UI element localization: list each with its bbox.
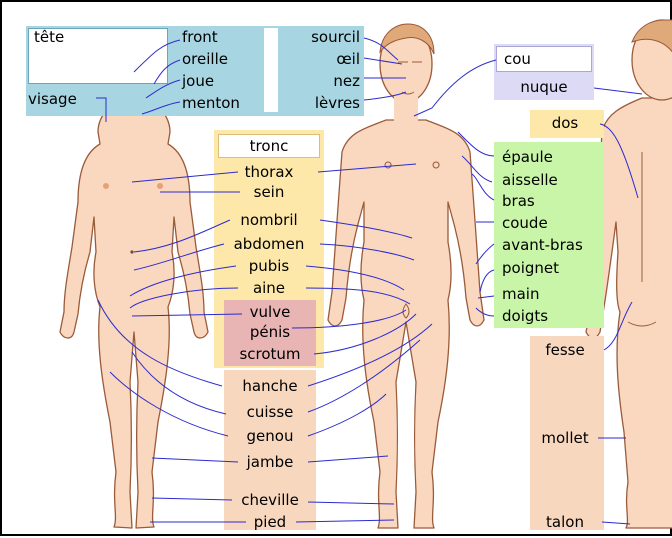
label-tronc: tronc: [218, 137, 320, 155]
label-mollet: mollet: [530, 429, 600, 447]
label-fesse: fesse: [530, 341, 600, 359]
label-pubis: pubis: [214, 257, 324, 275]
label-thorax: thorax: [214, 163, 324, 181]
label-levres: lèvres: [284, 94, 360, 112]
label-doigts: doigts: [502, 307, 548, 325]
label-visage: visage: [28, 90, 77, 108]
label-nombril: nombril: [214, 211, 324, 229]
label-cou: cou: [504, 50, 531, 68]
label-penis: pénis: [224, 323, 316, 341]
label-epaule: épaule: [502, 148, 553, 166]
label-avant-bras: avant-bras: [502, 236, 583, 254]
label-tete: tête: [34, 28, 64, 46]
label-dos: dos: [530, 114, 600, 132]
label-sourcil: sourcil: [284, 28, 360, 46]
label-oreille: oreille: [182, 50, 228, 68]
label-jambe: jambe: [224, 453, 316, 471]
label-joue: joue: [182, 72, 214, 90]
label-menton: menton: [182, 94, 240, 112]
label-coude: coude: [502, 214, 548, 232]
label-cheville: cheville: [224, 491, 316, 509]
label-genou: genou: [224, 427, 316, 445]
label-nuque: nuque: [496, 78, 592, 96]
label-main: main: [502, 285, 539, 303]
label-bras: bras: [502, 192, 535, 210]
label-abdomen: abdomen: [214, 235, 324, 253]
label-aisselle: aisselle: [502, 171, 558, 189]
label-aine: aine: [214, 279, 324, 297]
label-sein: sein: [214, 183, 324, 201]
label-nez: nez: [284, 72, 360, 90]
label-vulve: vulve: [224, 303, 316, 321]
label-scrotum: scrotum: [224, 345, 316, 363]
label-talon: talon: [530, 513, 600, 531]
label-pied: pied: [224, 513, 316, 531]
label-oeil: œil: [284, 50, 360, 68]
label-poignet: poignet: [502, 259, 559, 277]
label-front: front: [182, 28, 218, 46]
label-cuisse: cuisse: [224, 403, 316, 421]
label-hanche: hanche: [224, 377, 316, 395]
